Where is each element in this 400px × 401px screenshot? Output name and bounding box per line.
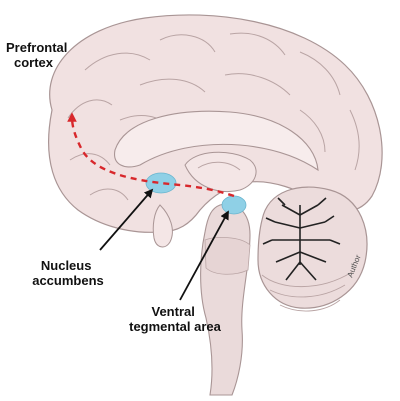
- ventral-tegmental-area-label: Ventral tegmental area: [129, 304, 222, 334]
- ventral-tegmental-area-region: [221, 195, 247, 215]
- brainstem: [200, 203, 251, 396]
- prefrontal-label-line2: cortex: [14, 55, 54, 70]
- corpus-callosum: [114, 110, 319, 172]
- thalamus-detail: [197, 161, 241, 171]
- cortical-folds: [67, 32, 360, 201]
- dopamine-pathway-to-prefrontal: [67, 112, 235, 198]
- nucleus-accumbens-pointer-arrow: [99, 188, 154, 251]
- cerebellum-folia: [262, 197, 341, 281]
- vta-label-line2: tegmental area: [129, 319, 222, 334]
- nucleus-accumbens-label: Nucleus accumbens: [32, 258, 104, 288]
- vta-label-line1: Ventral: [152, 304, 195, 319]
- prefrontal-cortex-label: Prefrontal cortex: [6, 40, 71, 70]
- prefrontal-label-line1: Prefrontal: [6, 40, 67, 55]
- nucleus-label-line1: Nucleus: [41, 258, 92, 273]
- pons: [204, 237, 251, 275]
- nucleus-accumbens-region: [145, 172, 177, 194]
- vta-pointer-arrow: [179, 210, 229, 301]
- cerebellum-lobules: [261, 271, 353, 312]
- thalamus: [184, 151, 257, 193]
- hypothalamus: [152, 204, 173, 248]
- cerebellum: [257, 186, 368, 309]
- nucleus-label-line2: accumbens: [32, 273, 104, 288]
